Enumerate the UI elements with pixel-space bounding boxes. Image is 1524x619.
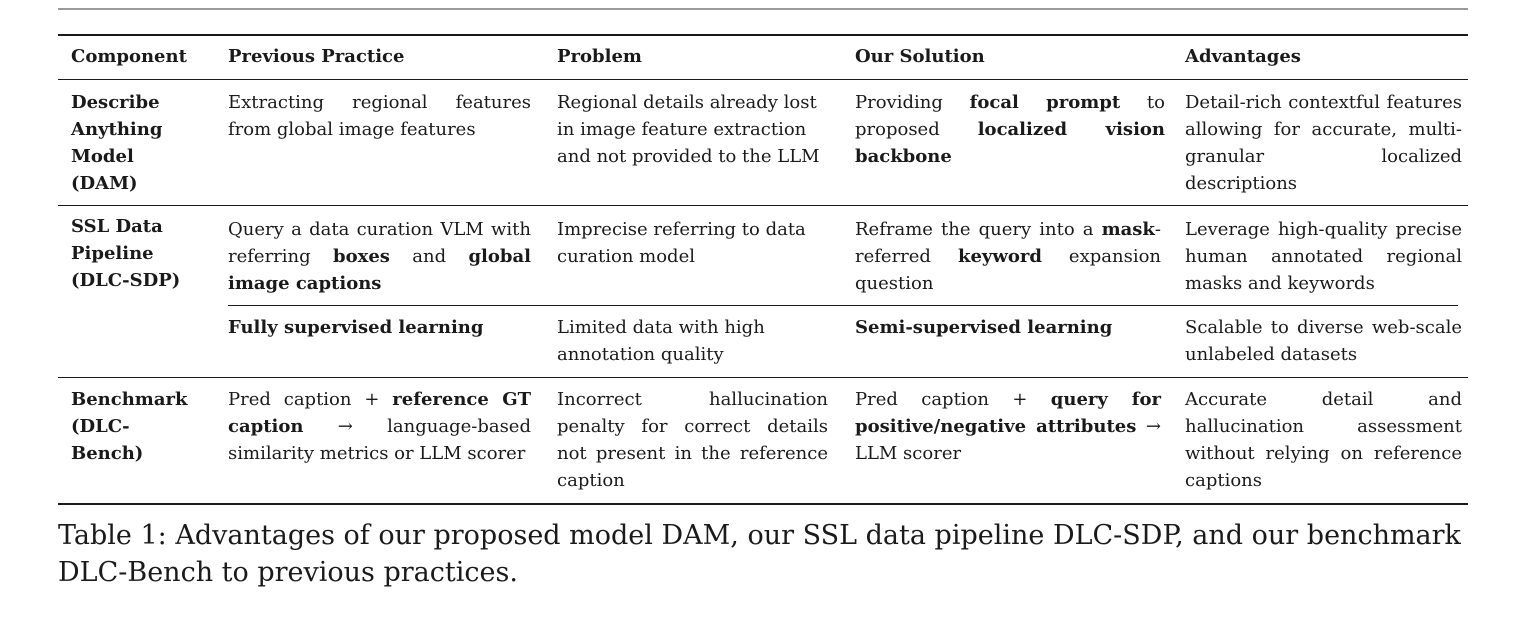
cell-advantages: Leverage high-quality precise human anno… bbox=[1185, 219, 1462, 294]
top-rule bbox=[58, 8, 1468, 10]
cell-problem: Imprecise referring to data curation mod… bbox=[557, 219, 806, 267]
header-component: Component bbox=[71, 46, 187, 67]
header-our-solution: Our Solution bbox=[855, 46, 985, 67]
row-component-dam: Describe Anything Model (DAM) bbox=[71, 92, 163, 194]
cell-our-solution: Pred caption + query for positive/negati… bbox=[855, 389, 1161, 464]
cell-previous-practice: Query a data curation VLM with referring… bbox=[228, 219, 531, 294]
row-rule bbox=[58, 205, 1468, 206]
table-caption: Table 1: Advantages of our proposed mode… bbox=[58, 520, 1461, 588]
cell-advantages: Detail-rich contextful features allowing… bbox=[1185, 92, 1462, 194]
cell-advantages: Scalable to diverse web-scale unlabeled … bbox=[1185, 317, 1462, 365]
cell-our-solution: Reframe the query into a mask-referred k… bbox=[855, 219, 1161, 294]
cell-previous-practice: Fully supervised learning bbox=[228, 317, 484, 338]
header-problem: Problem bbox=[557, 46, 642, 67]
row-rule bbox=[58, 377, 1468, 378]
row-component-benchmark: Benchmark (DLC- Bench) bbox=[71, 389, 188, 464]
cell-advantages: Accurate detail and hallucination assess… bbox=[1185, 389, 1462, 491]
cell-problem: Regional details already lost in image f… bbox=[557, 92, 820, 167]
cell-problem: Limited data with high annotation qualit… bbox=[557, 317, 765, 365]
header-advantages: Advantages bbox=[1185, 46, 1301, 67]
row-component-ssl-pipeline: SSL Data Pipeline (DLC-SDP) bbox=[71, 216, 181, 291]
header-previous-practice: Previous Practice bbox=[228, 46, 405, 67]
comparison-table: Component Previous Practice Problem Our … bbox=[58, 0, 1468, 619]
cell-our-solution: Semi-supervised learning bbox=[855, 317, 1113, 338]
subrow-rule bbox=[228, 305, 1458, 306]
header-rule bbox=[58, 79, 1468, 80]
table-bottom-rule bbox=[58, 503, 1468, 505]
cell-previous-practice: Pred caption + reference GT caption → la… bbox=[228, 389, 531, 464]
cell-previous-practice: Extracting regional features from global… bbox=[228, 92, 531, 140]
cell-problem: Incorrect hallucination penalty for corr… bbox=[557, 389, 828, 491]
table-top-rule bbox=[58, 34, 1468, 36]
cell-our-solution: Providing focal prompt to proposed local… bbox=[855, 92, 1165, 167]
